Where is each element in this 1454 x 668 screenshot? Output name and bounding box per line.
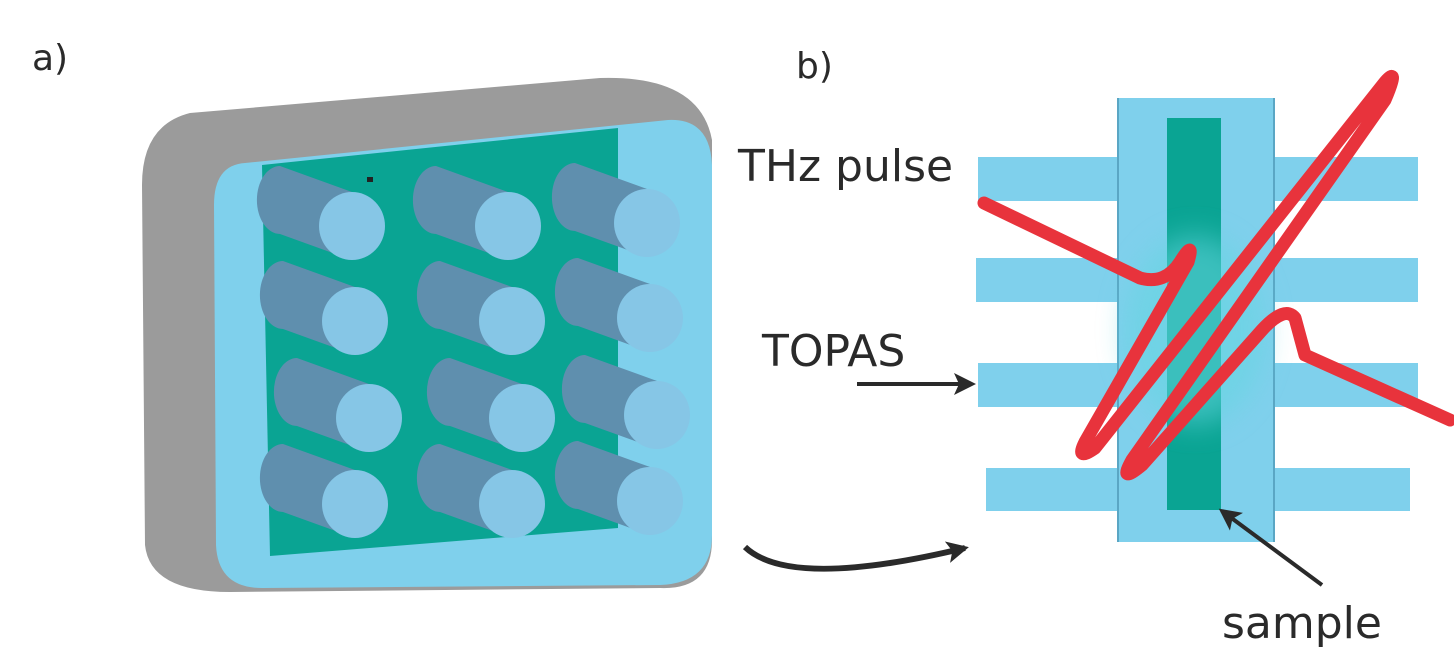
rod-cap [475, 192, 541, 260]
rod-cap [614, 189, 680, 257]
rod-cap [617, 284, 683, 352]
rod-cylinder [259, 444, 388, 538]
thz-pulse-label: THz pulse [737, 141, 953, 192]
sample-arrow [1218, 508, 1324, 587]
rod-cylinder [551, 163, 680, 257]
panel-a-label: a) [32, 38, 68, 79]
rod-cylinder [259, 261, 388, 355]
plate-dot [367, 177, 373, 182]
rod-cap [479, 287, 545, 355]
rod-cap [624, 381, 690, 449]
rod-cap [322, 287, 388, 355]
rod-cylinder [256, 166, 385, 260]
rod-cap [336, 384, 402, 452]
rod-cylinder [426, 358, 555, 452]
sample-cell-3d [142, 77, 712, 592]
thz-pulse-waveform [977, 70, 1454, 481]
rod-array [256, 163, 690, 538]
rod-cylinder [554, 258, 683, 352]
rod-cylinder [416, 261, 545, 355]
rod-cap [479, 470, 545, 538]
rod-cylinder [561, 355, 690, 449]
rod-cap [322, 470, 388, 538]
rod-cylinder [554, 441, 683, 535]
curved-arrow [742, 541, 969, 572]
sample-label: sample [1222, 598, 1382, 649]
rod-cap [319, 192, 385, 260]
topas-label: TOPAS [761, 326, 905, 377]
rod-cylinder [412, 166, 541, 260]
rod-cap [489, 384, 555, 452]
rod-cylinder [273, 358, 402, 452]
panel-b-label: b) [796, 46, 833, 87]
rod-cap [617, 467, 683, 535]
rod-cylinder [416, 444, 545, 538]
